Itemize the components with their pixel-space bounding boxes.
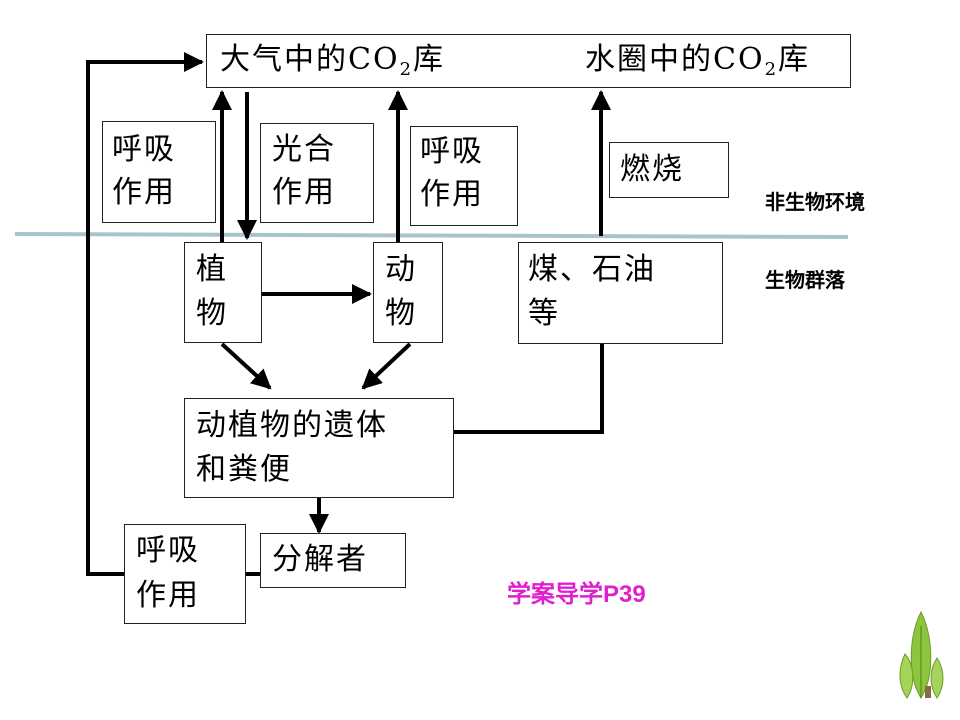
photosynthesis-line1: 光合: [272, 132, 336, 167]
decomposer-label: 分解者: [272, 542, 368, 577]
plant-line2: 物: [196, 296, 228, 331]
arrow-remains-to-fossil: [454, 300, 612, 434]
combustion-label: 燃烧: [620, 152, 684, 187]
fossil-fuel-box: [518, 242, 723, 344]
atmosphere-co2-label: 大气中的CO2库: [220, 42, 446, 80]
biotic-zone-label: 生物群落: [765, 268, 845, 292]
remains-line2: 和粪便: [196, 452, 292, 487]
respiration-bottom-line1: 呼吸: [136, 533, 200, 568]
respiration-left-line2: 作用: [112, 175, 176, 210]
abiotic-zone-label: 非生物环境: [765, 190, 865, 214]
respiration-left-box: [102, 121, 216, 223]
fossil-fuel-line1: 煤、石油: [528, 252, 656, 287]
plant-line1: 植: [196, 252, 228, 287]
respiration-mid-box: [410, 126, 518, 226]
animal-line1: 动: [385, 252, 417, 287]
animal-line2: 物: [385, 296, 417, 331]
reference-label: 学案导学P39: [507, 581, 646, 608]
respiration-bottom-box: [124, 524, 246, 624]
hydrosphere-co2-label: 水圈中的CO2库: [585, 42, 811, 80]
divider-line: [14, 232, 849, 239]
fossil-fuel-line2: 等: [528, 296, 560, 331]
photosynthesis-line2: 作用: [272, 175, 336, 210]
respiration-mid-line1: 呼吸: [420, 134, 484, 169]
arrow-plant-to-remains: [220, 342, 272, 390]
arrow-animal-to-remains: [361, 342, 412, 390]
respiration-bottom-line2: 作用: [136, 578, 200, 613]
co2-reservoir-box: [206, 34, 851, 88]
plant-box: [184, 242, 262, 343]
combustion-box: [609, 142, 729, 198]
photosynthesis-box: [260, 123, 374, 223]
decomposer-box: [260, 533, 406, 588]
leaves-decoration-icon: [899, 610, 944, 699]
respiration-left-line1: 呼吸: [112, 132, 176, 167]
remains-line1: 动植物的遗体: [196, 408, 388, 443]
respiration-mid-line2: 作用: [420, 177, 484, 212]
animal-box: [373, 242, 443, 343]
remains-box: [184, 398, 454, 498]
